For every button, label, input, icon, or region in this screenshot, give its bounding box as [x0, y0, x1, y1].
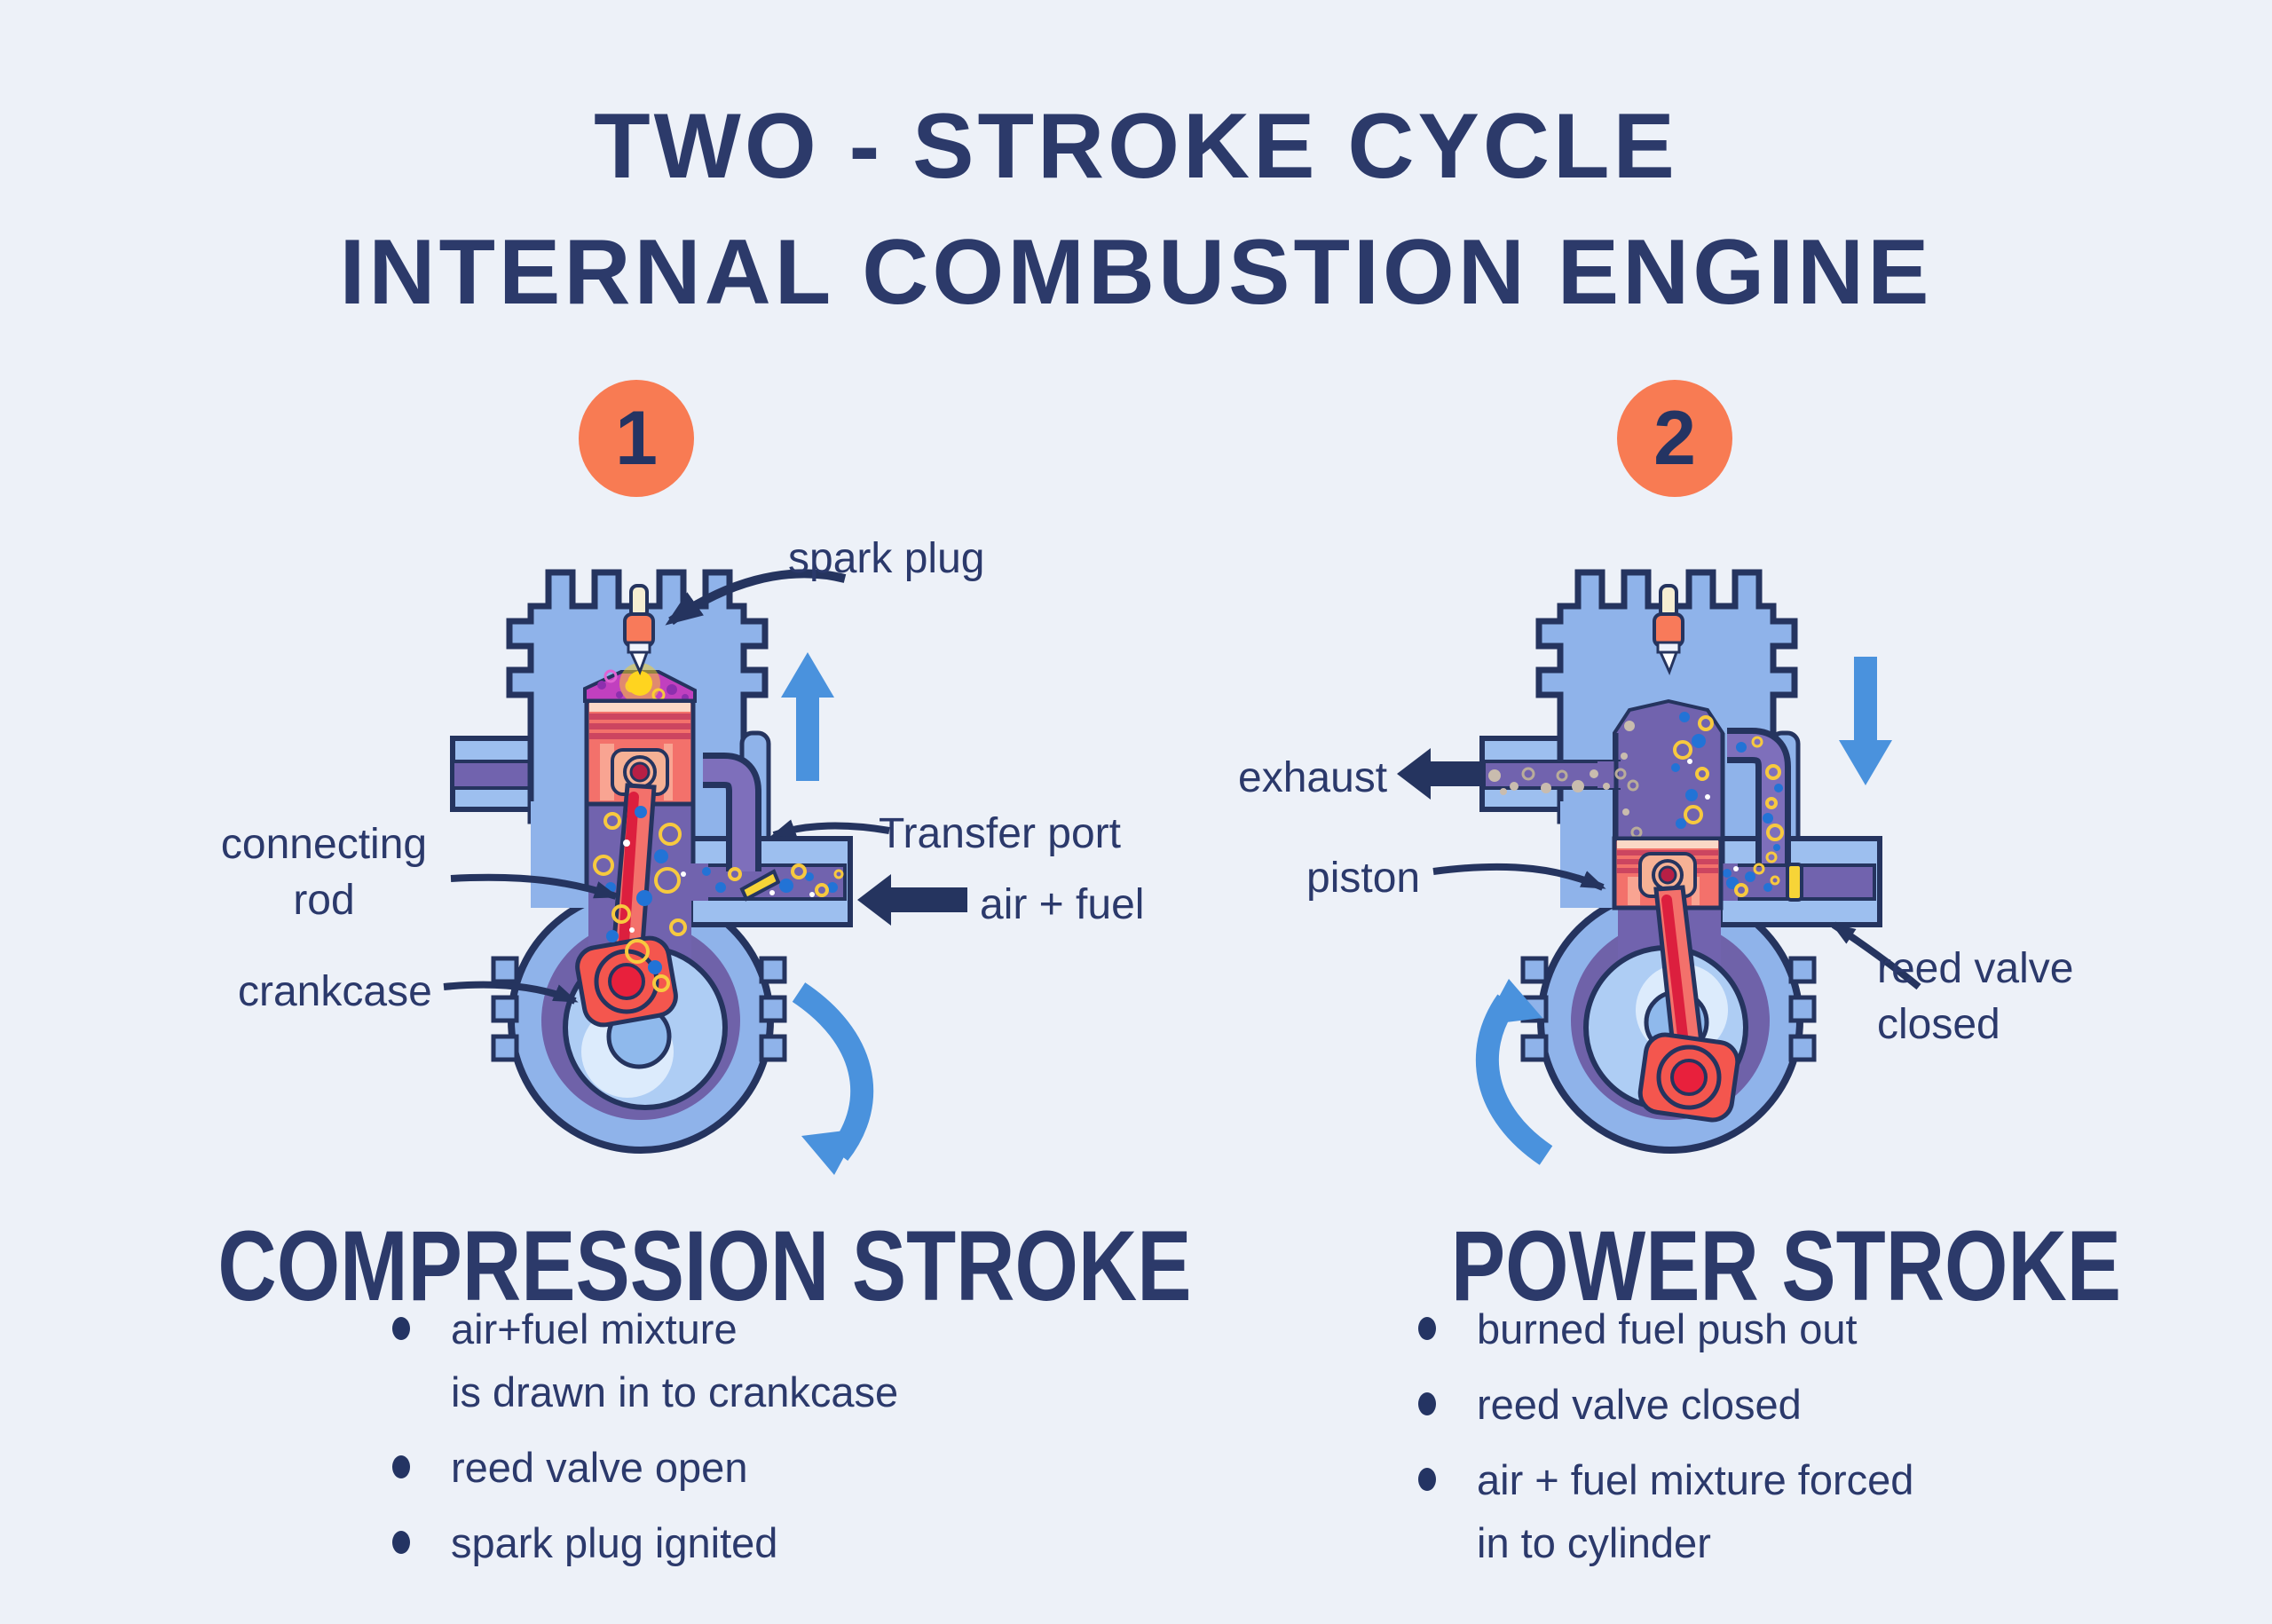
- callout-arrows: [443, 569, 1921, 1005]
- intake-pipe: [1717, 836, 1882, 927]
- step-badge-2: 2: [1617, 380, 1732, 497]
- list-item: burned fuel push out: [1418, 1297, 1913, 1360]
- engine-power: [1475, 569, 1892, 1165]
- intake-pipe: [688, 836, 853, 927]
- engine-compression: [450, 569, 874, 1175]
- connecting-rod: [575, 783, 678, 1028]
- crankcase-housing: [508, 887, 774, 1154]
- bullet-dot: [1418, 1317, 1436, 1340]
- list-item: spark plug ignited: [392, 1511, 898, 1574]
- exhaust-smoke: [1488, 767, 1627, 795]
- rotation-arrow-cw: [792, 982, 874, 1162]
- reed-valve-closed: [1786, 863, 1803, 902]
- exhaust-flow-arrow: [1397, 748, 1482, 800]
- crank-disc: [1583, 945, 1748, 1110]
- bullet-dot: [392, 1455, 410, 1478]
- list-item: air + fuel mixture forced in to cylinder: [1418, 1448, 1913, 1574]
- connecting-rod: [1637, 885, 1740, 1123]
- power-stroke-heading: POWER STROKE: [1450, 1210, 2122, 1321]
- transfer-port-housing: [1769, 730, 1801, 904]
- air-fuel-flow-arrow: [857, 874, 967, 926]
- rotation-arrow-ccw: [1475, 994, 1553, 1165]
- bullet-dot: [1418, 1392, 1436, 1415]
- exhaust-pipe: [1479, 736, 1621, 812]
- label-crankcase: crankcase: [238, 968, 432, 1015]
- piston-down-arrow: [1839, 657, 1892, 785]
- piston: [584, 698, 696, 807]
- power-bullet-list: burned fuel push out reed valve closed a…: [1418, 1297, 1913, 1587]
- cylinder-block: [1535, 569, 1798, 895]
- spark-glow: [619, 663, 660, 704]
- spark-plug: [623, 584, 655, 675]
- power-heading-wrap: POWER STROKE: [1377, 1209, 2121, 1323]
- piston-arrow: [1432, 863, 1606, 891]
- list-item: reed valve closed: [1418, 1373, 1913, 1436]
- label-air-fuel: air + fuel: [980, 881, 1145, 928]
- compression-bullet-list: air+fuel mixture is drawn in to crankcas…: [392, 1297, 898, 1587]
- bullet-dot: [392, 1531, 410, 1554]
- label-piston: piston: [1306, 855, 1421, 902]
- spark: [627, 671, 652, 696]
- crank-disc: [563, 945, 728, 1110]
- list-item: air+fuel mixture is drawn in to crankcas…: [392, 1297, 898, 1423]
- label-spark-plug: spark plug: [788, 535, 985, 582]
- bullet-dot: [392, 1317, 410, 1340]
- page-title-line1: TWO - STROKE CYCLE: [594, 95, 1678, 198]
- step-number-1: 1: [615, 395, 658, 481]
- mixture-bubbles: [597, 669, 689, 702]
- label-exhaust: exhaust: [1238, 754, 1388, 801]
- transfer-port-arrow: [770, 819, 890, 839]
- page-title-line2: INTERNAL COMBUSTION ENGINE: [339, 221, 1933, 324]
- bullet-dot: [1418, 1468, 1436, 1491]
- step-badge-1: 1: [579, 380, 694, 497]
- spark-plug: [1653, 584, 1684, 675]
- burned-gas-interior: [1613, 698, 1724, 843]
- cylinder-block: [506, 569, 769, 895]
- label-reed-valve: reed valve closed: [1877, 945, 2074, 1049]
- compression-heading-wrap: COMPRESSION STROKE: [111, 1209, 1211, 1323]
- connecting-rod-arrow: [450, 873, 619, 900]
- compression-stroke-heading: COMPRESSION STROKE: [217, 1210, 1192, 1321]
- step-number-2: 2: [1653, 395, 1696, 481]
- compressed-mixture: [583, 670, 697, 703]
- mixture-bubbles-crankcase: [593, 806, 844, 992]
- reed-valve-open: [739, 869, 781, 902]
- crankcase-fins: [1520, 956, 1817, 1062]
- list-item: reed valve open: [392, 1436, 898, 1499]
- transfer-port-housing: [739, 730, 771, 904]
- label-transfer-port: Transfer port: [879, 810, 1121, 857]
- transfer-bubbles: [1723, 736, 1784, 897]
- exhaust-pipe: [450, 736, 592, 812]
- piston: [1612, 836, 1724, 911]
- label-connecting-rod: connecting rod: [220, 821, 428, 925]
- burned-gas-bubbles: [1621, 712, 1714, 839]
- piston-up-arrow: [781, 652, 834, 781]
- crankcase-fins: [491, 956, 787, 1062]
- crankcase-arrow: [443, 981, 579, 1005]
- crankcase-housing: [1537, 887, 1803, 1154]
